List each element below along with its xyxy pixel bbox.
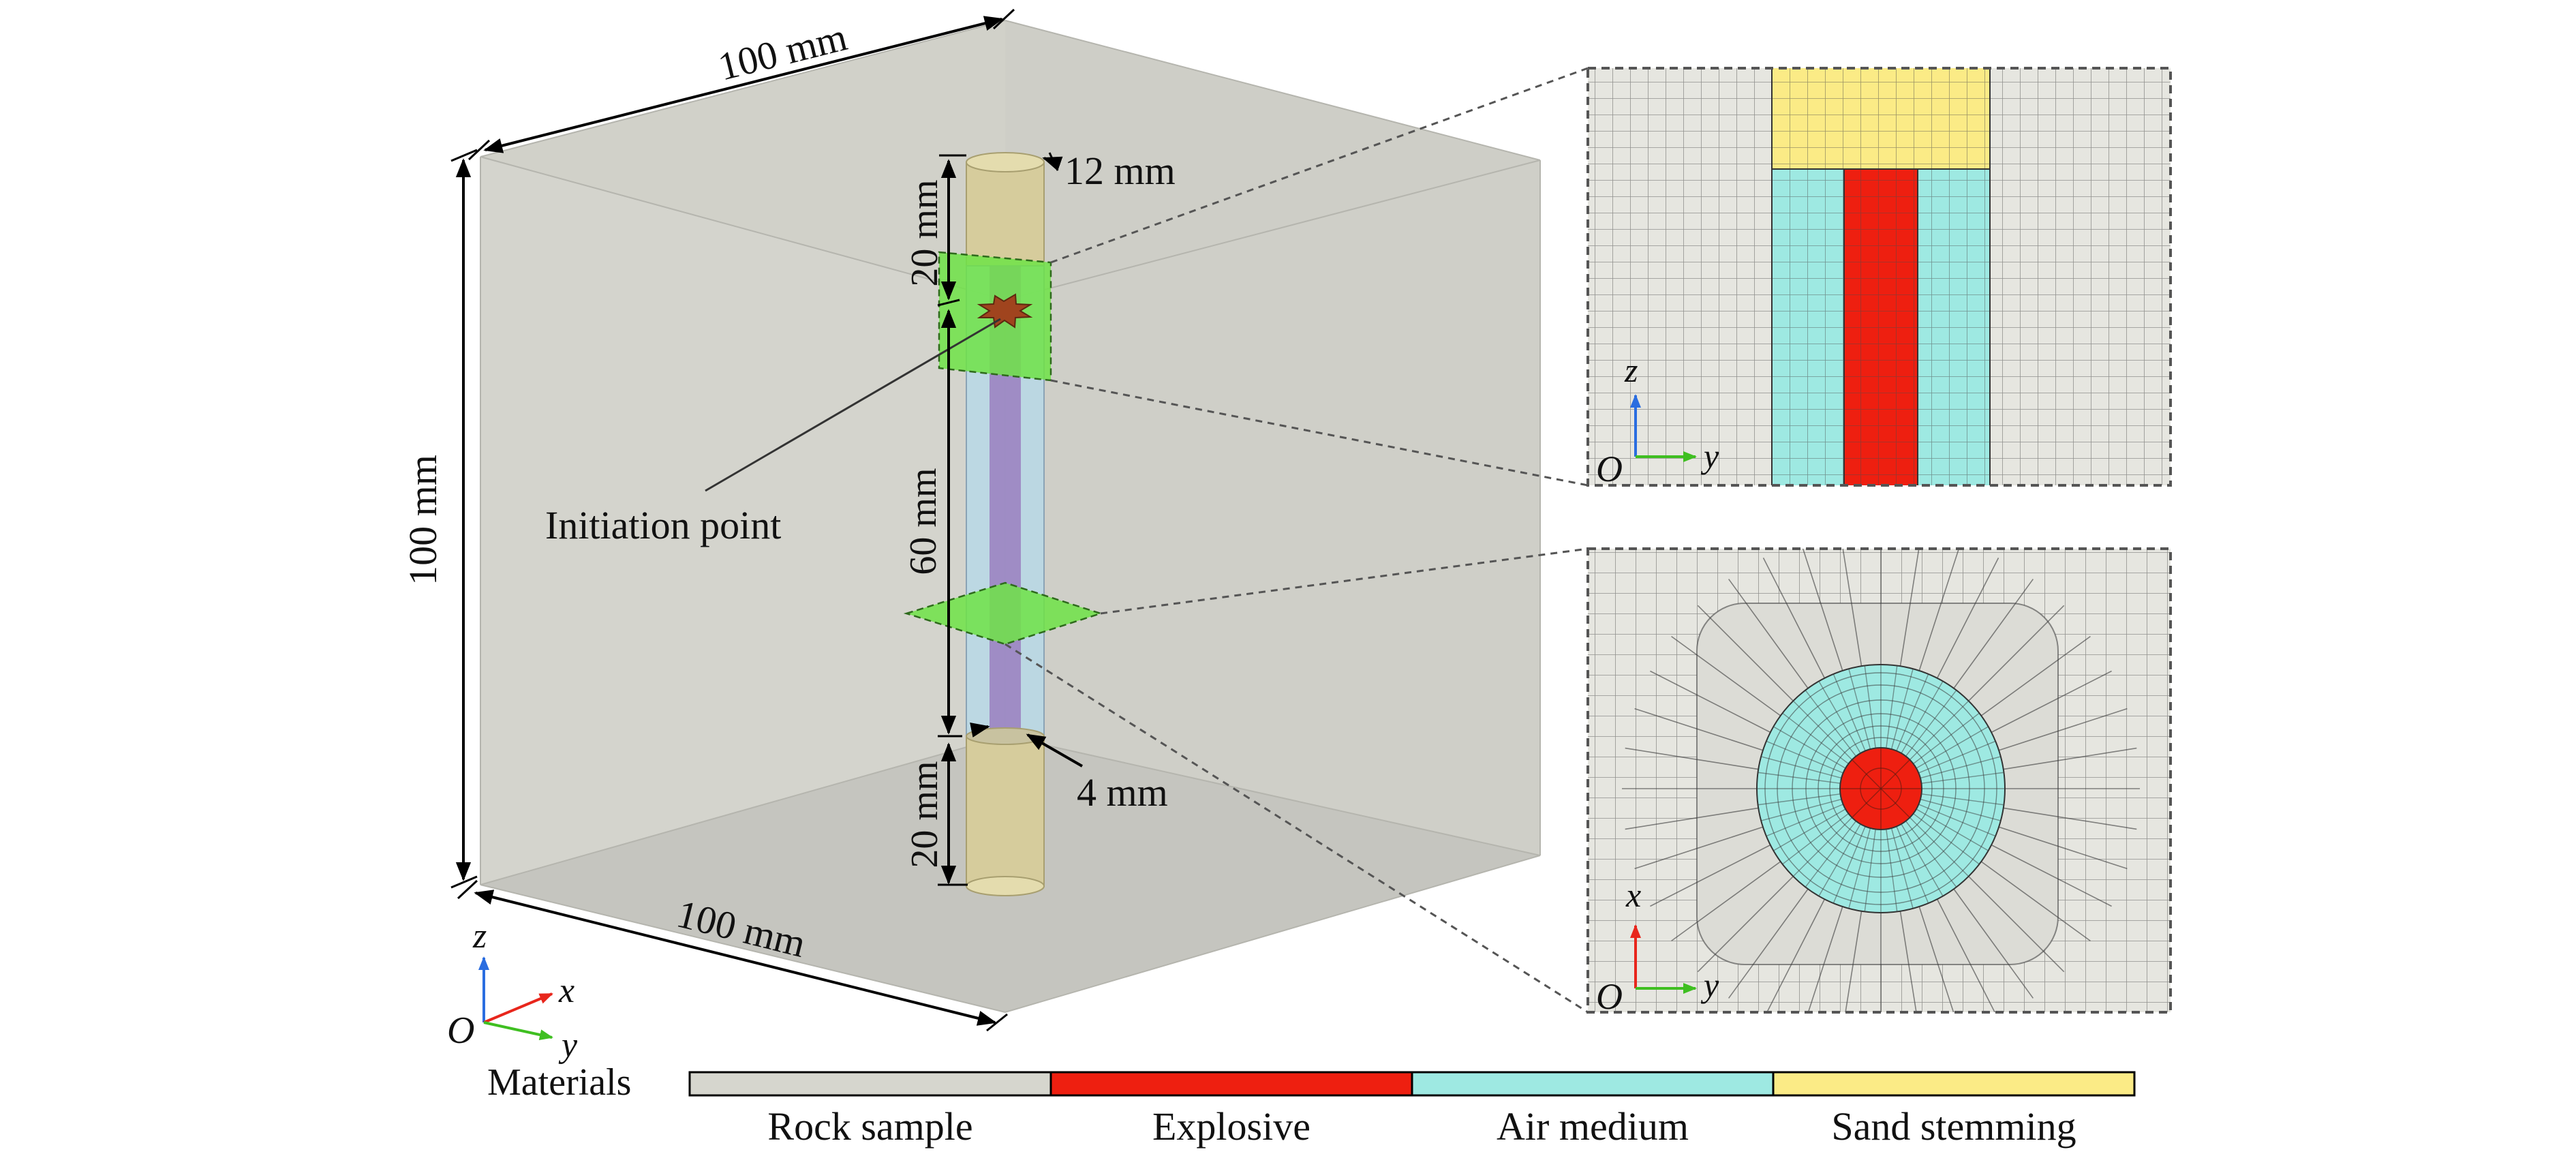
top-width-dimension [483, 16, 1004, 153]
legend-label-air: Air medium [1497, 1104, 1689, 1149]
borehole-bottom-cap [966, 876, 1045, 896]
charge-diameter-leader [1026, 733, 1083, 768]
callout-lines [1005, 67, 1589, 1014]
section-vertical-axis-triad: z y O [1596, 351, 1719, 489]
bottom-stemming-label: 20 mm [904, 761, 946, 868]
top-stemming-column [966, 162, 1045, 267]
cube-right-face [1005, 20, 1540, 1012]
section-vertical-y-label: y [1700, 437, 1719, 475]
section-horizontal-origin-label: O [1596, 976, 1623, 1017]
main-axis-x-label: x [558, 971, 574, 1010]
legend-swatch-sand [1772, 1071, 2136, 1097]
borehole-diameter-label: 12 mm [1064, 149, 1176, 193]
section-vertical-z-label: z [1624, 351, 1638, 389]
height-label: 100 mm [401, 455, 445, 586]
charge-length-label: 60 mm [902, 468, 945, 575]
materials-legend: Materials Rock sample Explosive Air medi… [487, 1061, 2136, 1149]
legend-swatch-air [1411, 1071, 1775, 1097]
top-stemming-label: 20 mm [904, 179, 946, 286]
dimension-lines [450, 8, 1083, 1032]
legend-label-sand: Sand stemming [1831, 1104, 2076, 1149]
main-axis-y-label: y [558, 1026, 578, 1065]
legend-title: Materials [487, 1061, 631, 1104]
section-horizontal-x-label: x [1625, 876, 1641, 914]
section-horizontal-y-label: y [1700, 966, 1719, 1004]
main-axis-z-label: z [472, 917, 487, 956]
legend-swatch-explosive [1049, 1071, 1413, 1097]
legend-label-explosive: Explosive [1152, 1104, 1310, 1149]
main-axis-origin-label: O [447, 1009, 474, 1052]
zoom-plane-horizontal [903, 581, 1104, 646]
legend-label-rock: Rock sample [767, 1104, 972, 1149]
section-vertical-origin-label: O [1596, 449, 1623, 489]
charge-diameter-label: 4 mm [1077, 770, 1168, 815]
initiation-point-label: Initiation point [545, 503, 781, 547]
section-vertical-mesh: z y O [1586, 67, 2172, 489]
borehole-top-cap [966, 152, 1045, 172]
initiation-point-marker [977, 293, 1033, 329]
bottom-width-dimension [474, 890, 997, 1026]
cube-left-face [480, 20, 1005, 1012]
section-horizontal-axis-triad: x y O [1596, 876, 1719, 1017]
bottom-stemming-column [966, 735, 1045, 887]
borehole-diameter-leader [1042, 156, 1063, 171]
section-horizontal-mesh: x y O [1586, 547, 2172, 1017]
legend-swatch-rock [688, 1071, 1052, 1097]
main-axis-triad: z x y O [447, 917, 578, 1065]
